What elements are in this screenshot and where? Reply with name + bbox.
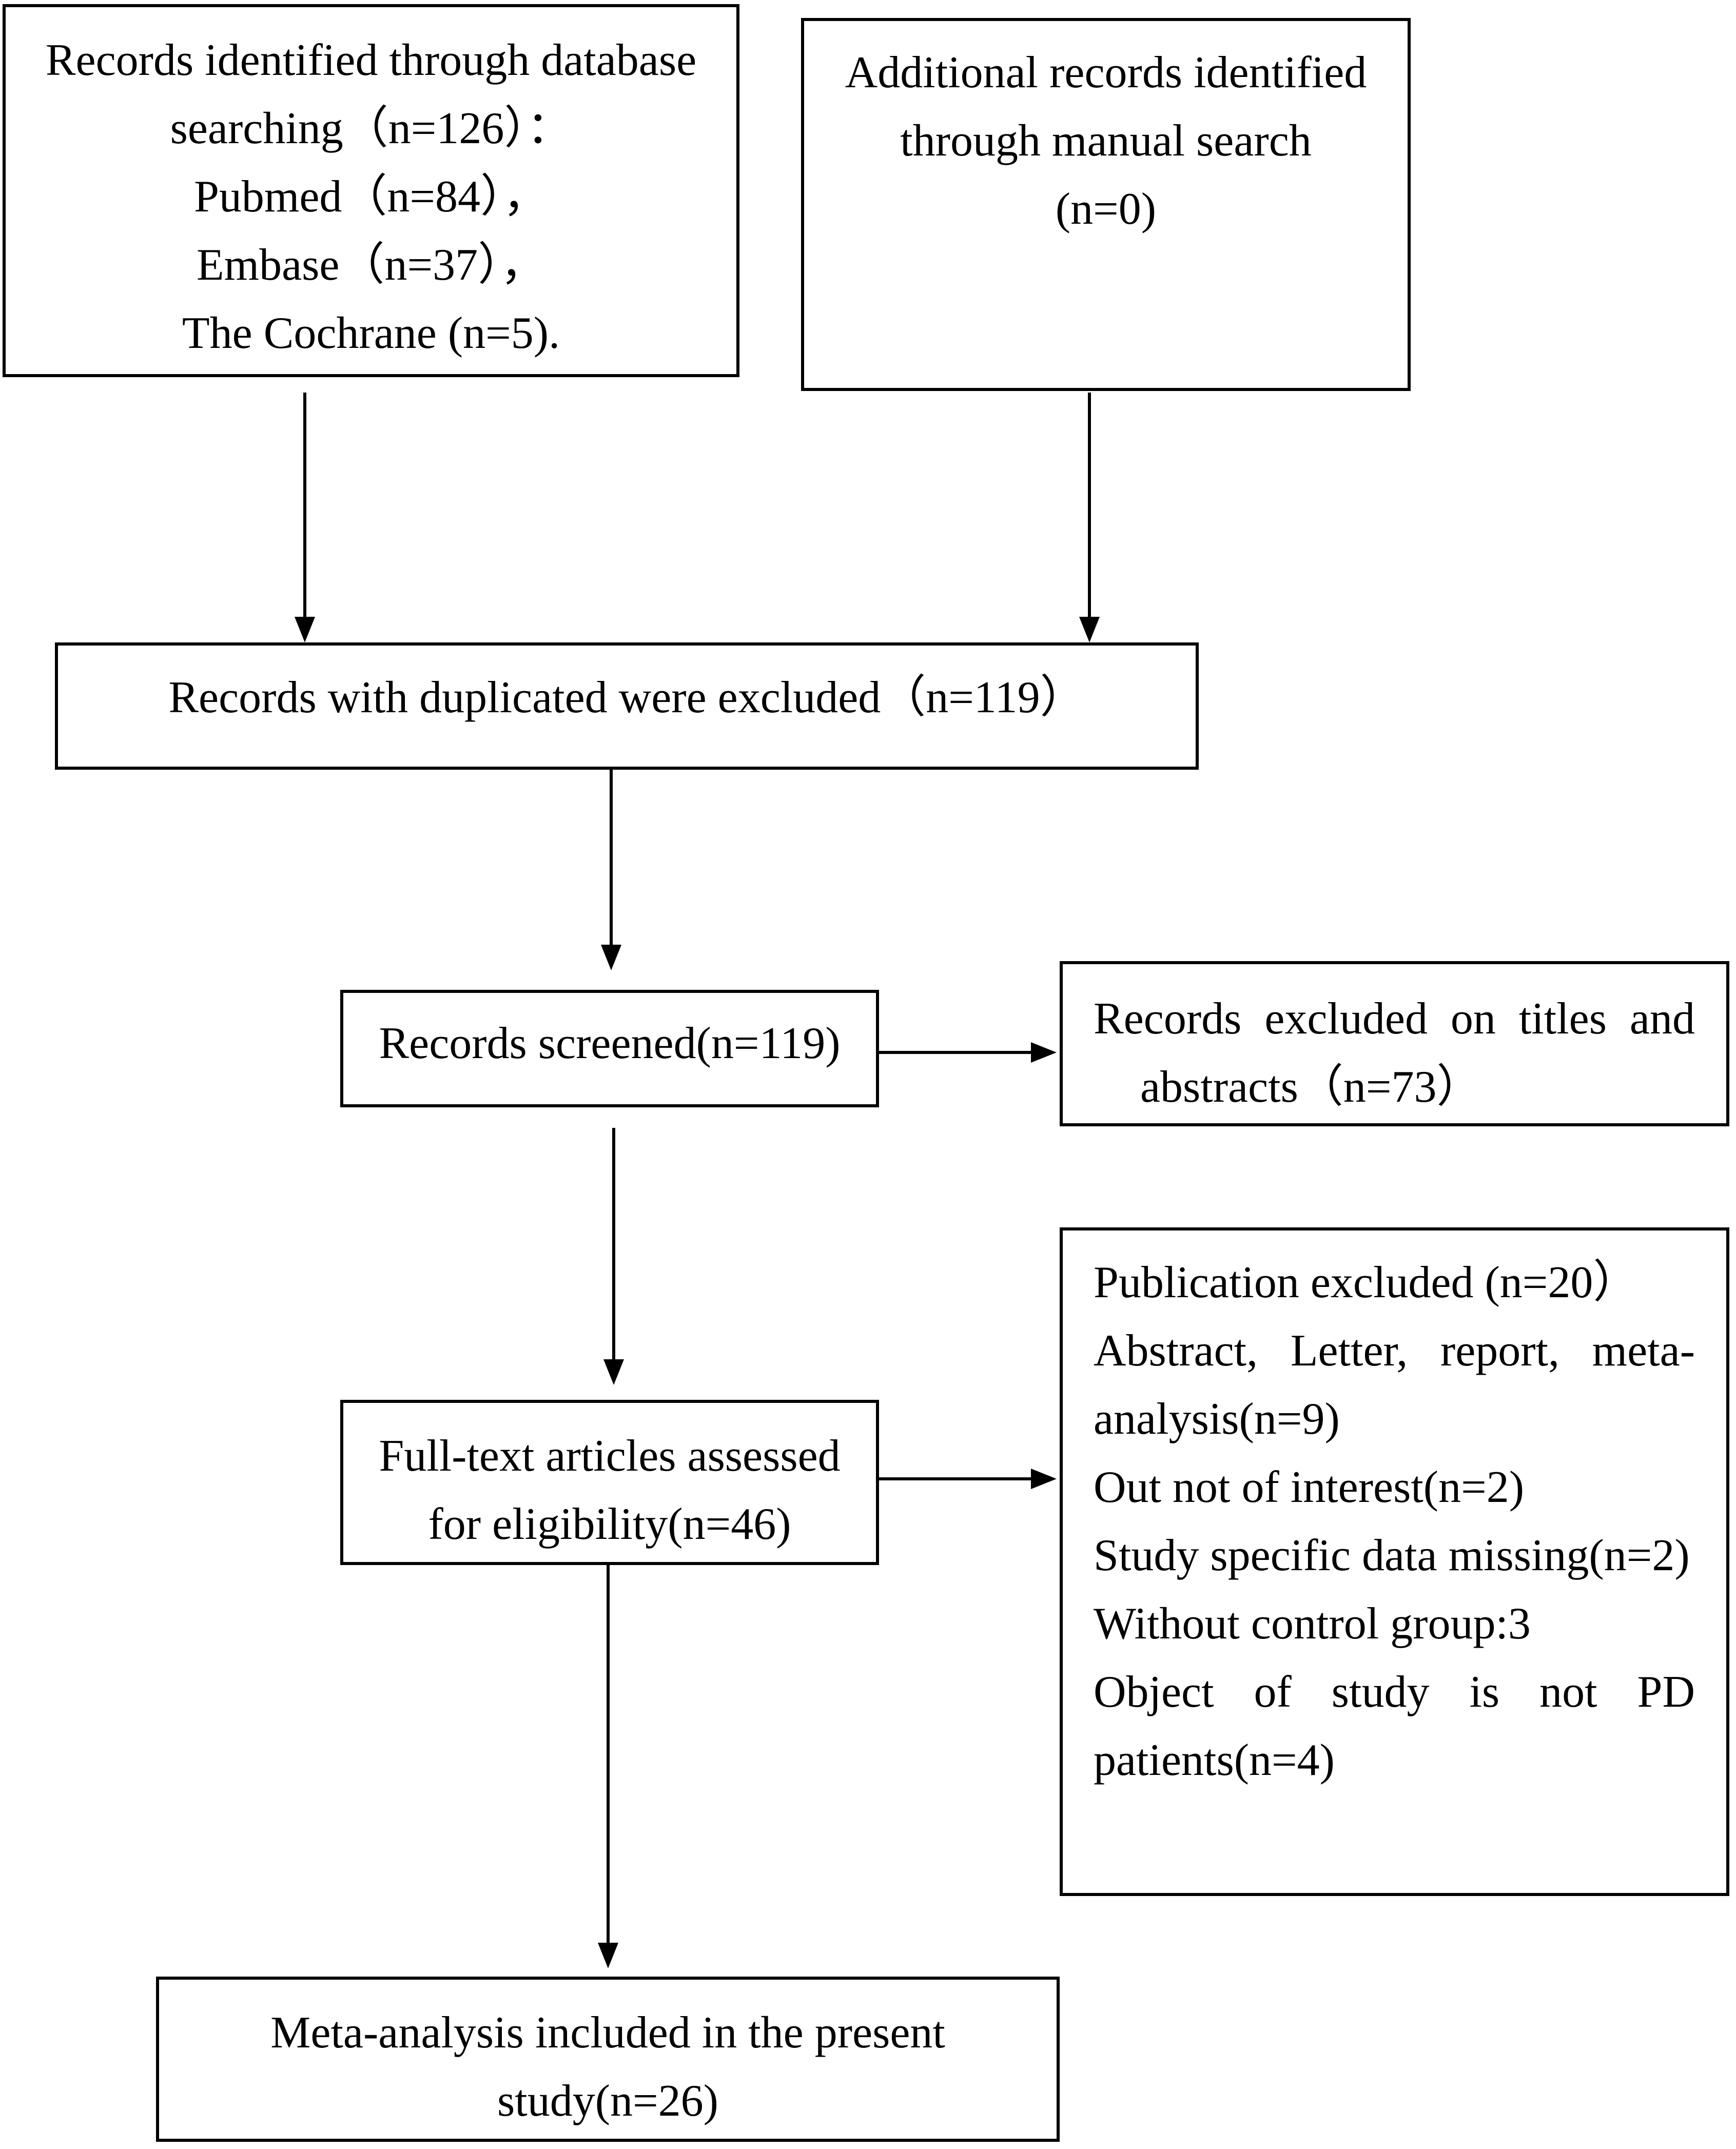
box-text-line: (n=0)	[1055, 184, 1157, 234]
box-text-line: study(n=26)	[497, 2076, 718, 2126]
arrow-full-text-to-publication-excluded	[879, 1469, 1057, 1489]
box-text-line: through manual search	[900, 116, 1312, 166]
publication-excluded-box: Publication excluded (n=20） Abstract, Le…	[1060, 1227, 1729, 1896]
arrow-screened-to-full-text	[603, 1128, 624, 1385]
records-screened-box: Records screened(n=119)	[340, 990, 879, 1107]
box-text-line: The Cochrane (n=5).	[182, 308, 560, 358]
arrowhead	[295, 617, 315, 642]
arrowhead	[603, 1359, 624, 1385]
box-text-line: Without control group:3	[1094, 1599, 1531, 1649]
box-text-line: Additional records identified	[845, 48, 1367, 97]
box-text-line: Records identified through database	[45, 35, 697, 85]
arrowhead	[601, 945, 621, 970]
box-text-line: Records screened(n=119)	[379, 1019, 841, 1068]
arrow-manual-search-to-duplicates	[1079, 393, 1100, 642]
arrow-duplicates-to-screened	[601, 770, 621, 970]
box-text-line: analysis(n=9)	[1094, 1394, 1340, 1444]
arrowhead	[1079, 617, 1100, 642]
box-text-line: Study specific data missing(n=2)	[1094, 1531, 1690, 1580]
box-text-line: Records excluded on titles and	[1094, 994, 1695, 1044]
box-text-line: Meta-analysis included in the present	[270, 2008, 945, 2058]
arrow-screened-to-excluded-titles	[879, 1042, 1057, 1063]
box-text-line: Full-text articles assessed	[379, 1431, 841, 1481]
database-search-box: Records identified through database sear…	[3, 4, 739, 377]
box-text-line: Abstract, Letter, report, meta-	[1094, 1326, 1695, 1376]
duplicates-excluded-box: Records with duplicated were excluded（n=…	[55, 642, 1199, 770]
excluded-titles-abstracts-box: Records excluded on titles and abstracts…	[1060, 961, 1729, 1126]
box-text-line: Out not of interest(n=2)	[1094, 1462, 1525, 1512]
box-text-line: Pubmed（n=84），	[193, 172, 549, 222]
box-text-line: Records with duplicated were excluded（n=…	[168, 673, 1085, 722]
full-text-assessed-box: Full-text articles assessed for eligibil…	[340, 1400, 879, 1565]
arrow-database-search-to-duplicates	[295, 393, 315, 642]
box-text-line: for eligibility(n=46)	[428, 1499, 791, 1549]
box-text-line: Publication excluded (n=20）	[1094, 1258, 1639, 1307]
box-text-line: patients(n=4)	[1094, 1735, 1335, 1785]
manual-search-box: Additional records identified through ma…	[801, 18, 1411, 391]
box-text-line: abstracts（n=73）	[1140, 1062, 1482, 1112]
meta-analysis-included-box: Meta-analysis included in the present st…	[156, 1977, 1060, 2142]
box-text-line: Object of study is not PD	[1094, 1667, 1695, 1717]
arrowhead	[598, 1943, 618, 1968]
arrowhead	[1031, 1469, 1057, 1489]
box-text-line: searching（n=126）：	[170, 104, 572, 153]
box-text-line: Embase（n=37），	[196, 240, 546, 290]
arrow-full-text-to-meta-analysis	[598, 1565, 618, 1968]
arrowhead	[1031, 1042, 1057, 1063]
